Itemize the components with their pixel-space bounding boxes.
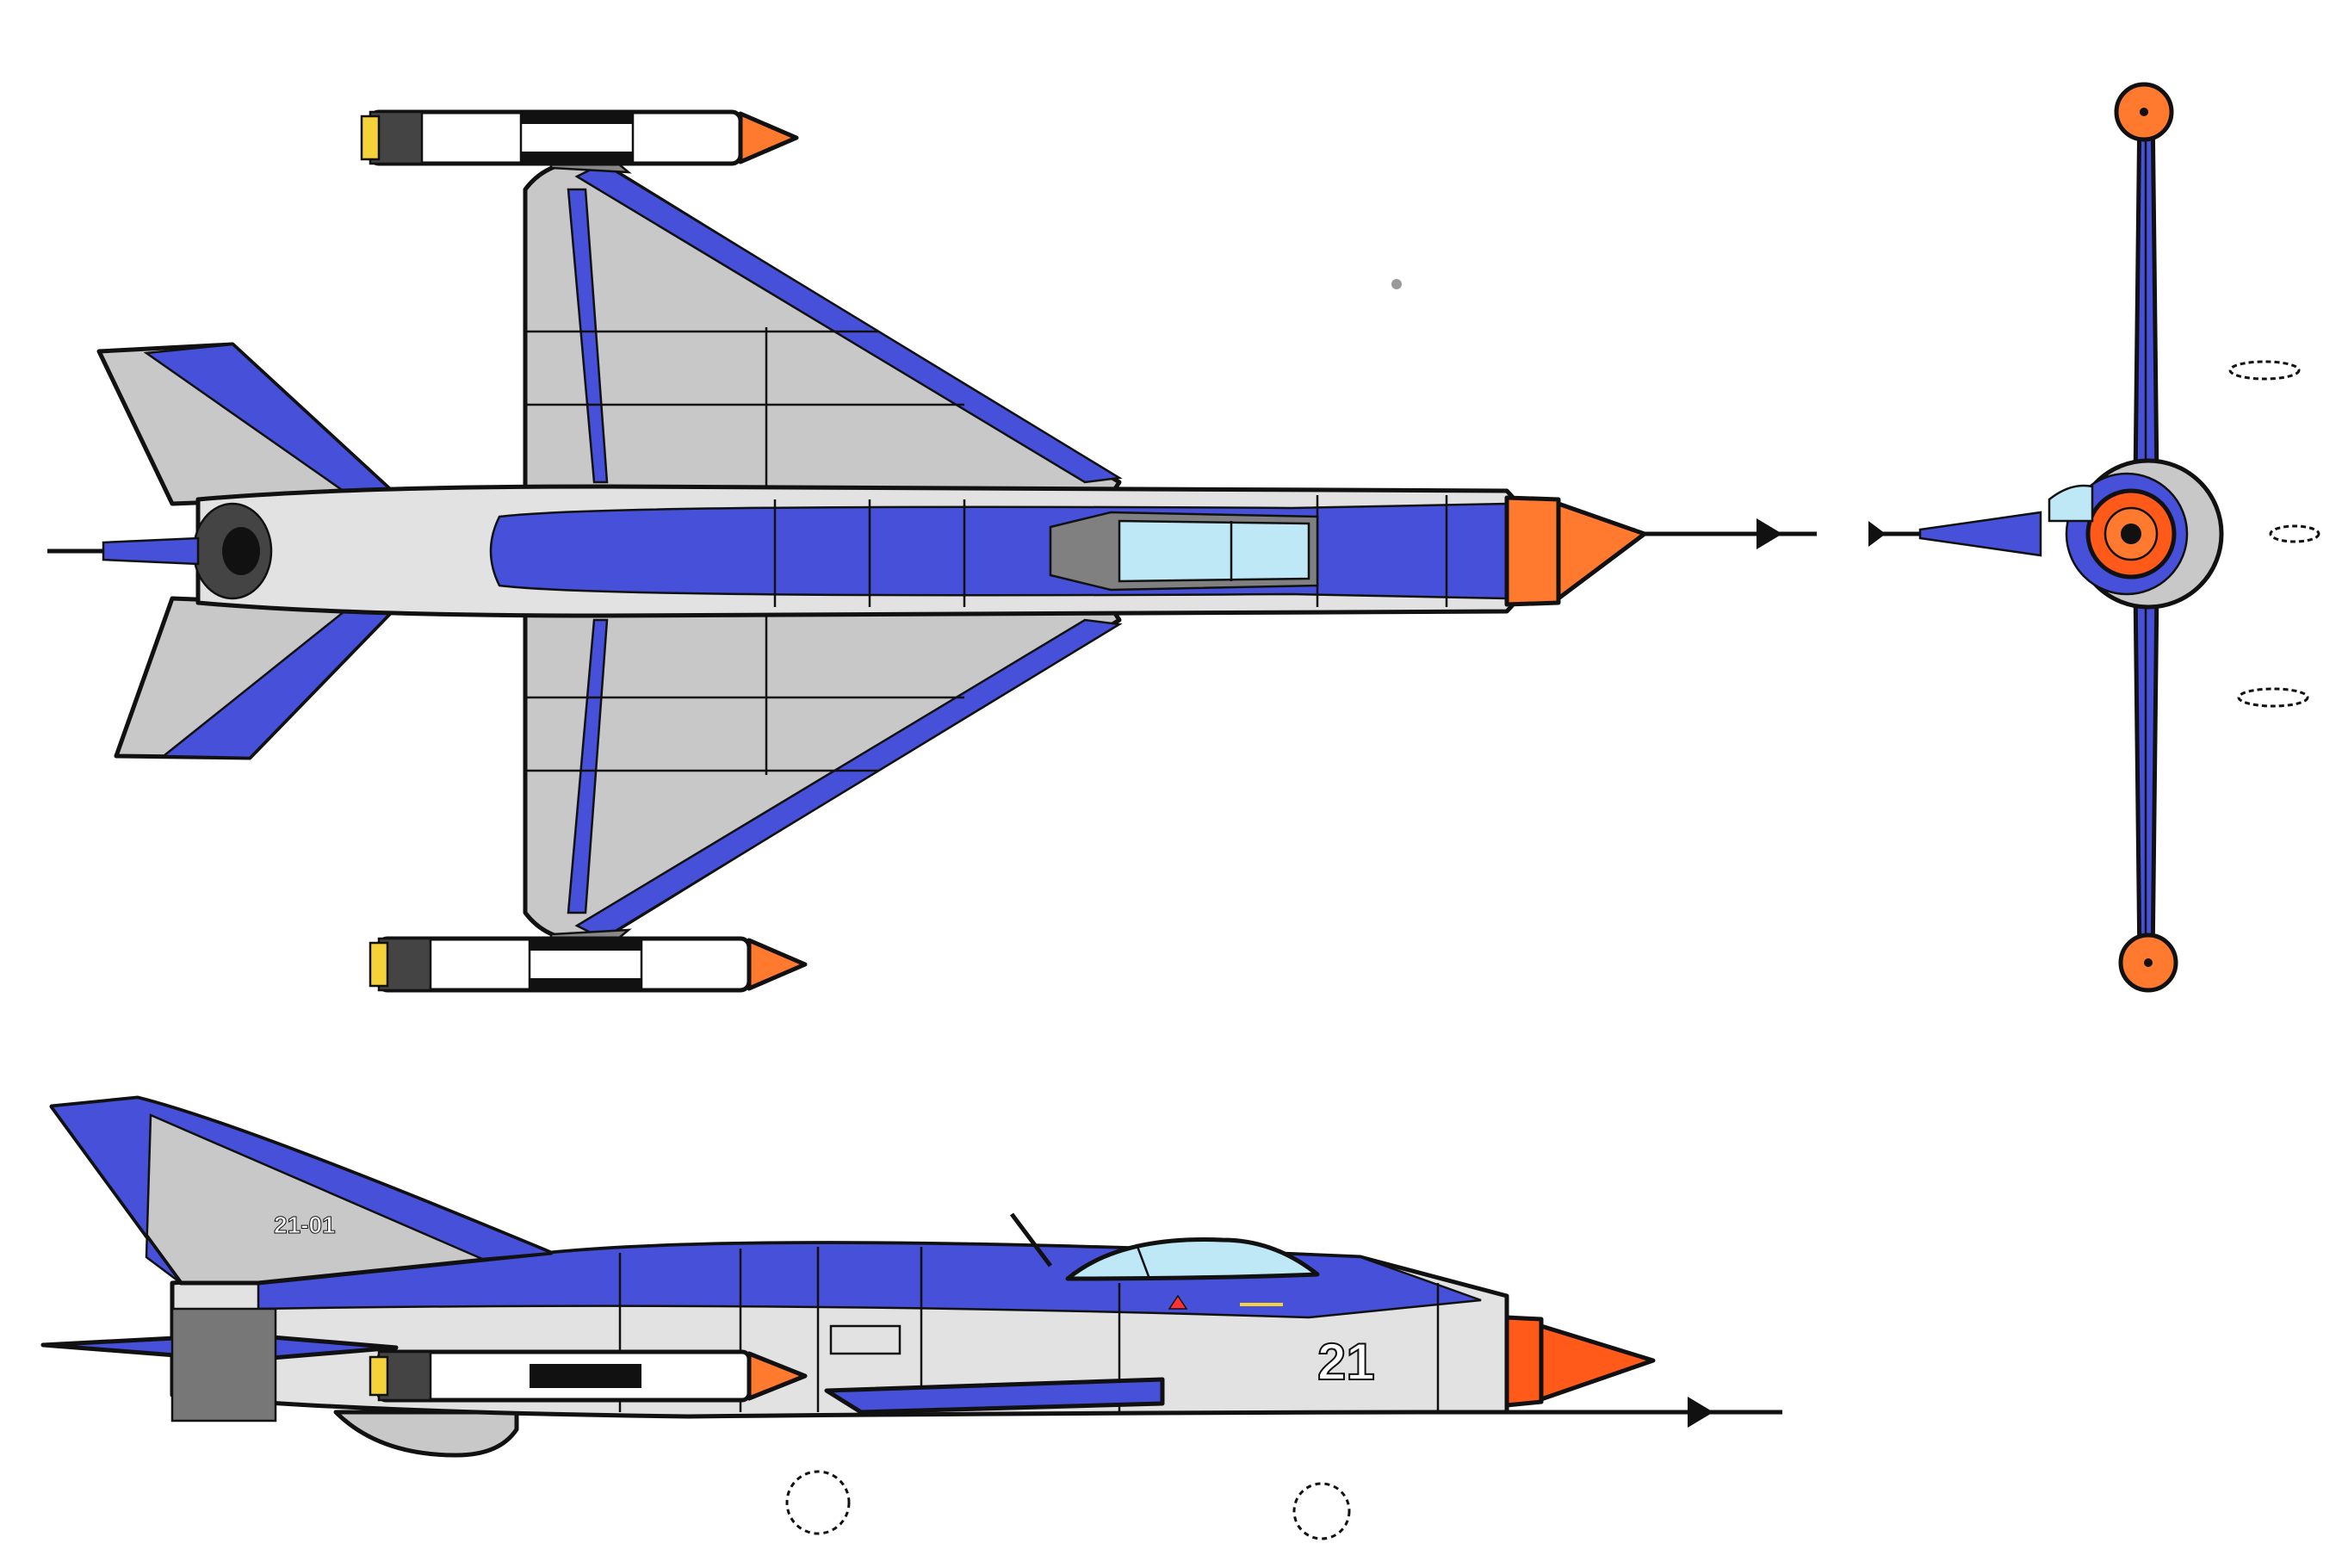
side-warning-marker [1168,1294,1188,1310]
front-pitot-tip [1868,521,1886,547]
front-nose-center [2121,524,2141,544]
side-view: 21-01 21 [0,1033,1860,1564]
front-lower-tank-center [2144,958,2153,967]
stray-dot [1391,279,1402,289]
aircraft-top-view-icon [47,109,1817,993]
fuselage-spine [489,502,1517,600]
top-view [47,109,1817,993]
side-exhaust [170,1307,277,1422]
side-nose-cone [1539,1323,1656,1402]
vertical-tail-edge [49,1096,552,1284]
front-view [1834,52,2320,1033]
front-wheel-outline-3 [2237,687,2309,708]
front-upper-tank-center [2140,108,2148,116]
side-nose-wheel-outline [1292,1482,1351,1540]
front-wheel-outline-2 [2269,524,2320,543]
side-pitot-tip [1688,1397,1713,1428]
upper-wing-leading-edge [574,162,1123,484]
aircraft-front-view-icon [1868,82,2320,993]
upper-wing-fence [567,188,609,484]
upper-drop-tank [360,109,799,166]
side-main-wheel-outline [785,1470,851,1535]
side-nose-band [1504,1315,1544,1408]
side-canopy [1065,1237,1320,1281]
exhaust-core [222,527,260,575]
aircraft-side-view-icon: 21-01 21 [40,1095,1782,1540]
side-access-panel [829,1324,901,1355]
side-antenna [1010,1212,1052,1267]
front-tailplane [1918,511,2042,557]
lower-wing-fence [567,618,609,914]
front-wheel-outline-1 [2228,360,2301,381]
nose-band [1504,495,1561,607]
nose-number: 21 [1317,1333,1375,1391]
tail-code: 21-01 [274,1212,336,1238]
canopy [1118,519,1310,583]
front-canopy [2048,484,2094,523]
tail-fin-top [102,536,200,566]
nose-cone [1556,501,1647,601]
lower-wing-leading-edge [574,618,1123,940]
side-wing [824,1377,1165,1415]
lower-drop-tank [369,936,808,993]
pitot-tip [1756,518,1782,549]
side-canopy-bow [1135,1243,1151,1280]
ventral-fin [333,1410,519,1458]
side-drop-tank [369,1349,808,1403]
